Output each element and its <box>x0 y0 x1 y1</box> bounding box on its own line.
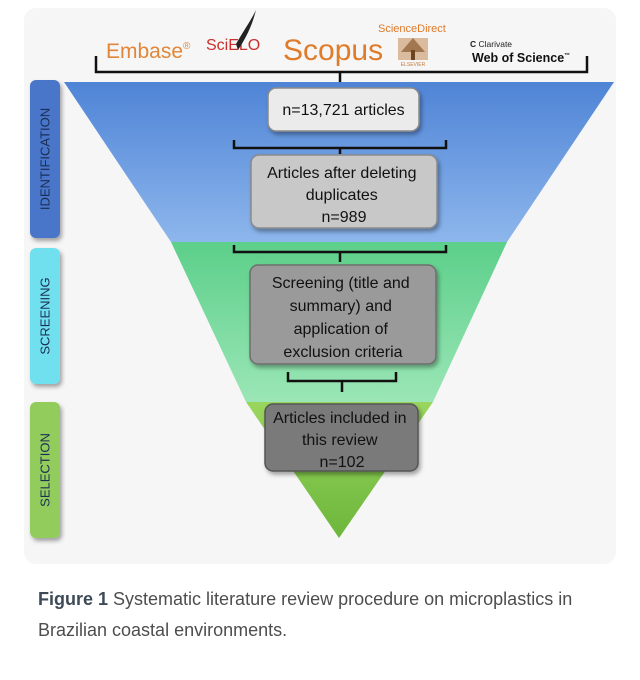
scielo-quill-icon <box>236 10 256 50</box>
svg-text:Articles after deleting: Articles after deleting duplicates n=989 <box>267 165 421 226</box>
screening-box: Screening (title and summary) and applic… <box>249 264 437 365</box>
sciencedirect-logo: ScienceDirect <box>378 23 446 35</box>
initial-records-box: n=13,721 articles <box>267 87 420 132</box>
svg-text:Screening (title and sum: Screening (title and summary) and applic… <box>272 275 414 361</box>
bracket-3 <box>286 372 398 392</box>
scielo-logo: SciELO <box>206 37 260 54</box>
included-box: Articles included in this review n=102 <box>264 403 419 472</box>
screening-tab: SCREENING <box>30 248 60 384</box>
identification-tab: IDENTIFICATION <box>30 80 60 238</box>
database-logos: Embase® SciELO Scopus ScienceDirect ELSE… <box>106 10 570 68</box>
selection-tab: SELECTION <box>30 402 60 538</box>
caption-label: Figure 1 <box>38 589 109 609</box>
figure-caption: Figure 1 Systematic literature review pr… <box>38 584 610 646</box>
svg-text:n=13,721 articles: n=13,721 articles <box>282 102 404 119</box>
clarivate-logo: C Clarivate <box>470 39 512 49</box>
selection-label: SELECTION <box>38 433 53 507</box>
embase-logo: Embase® <box>106 40 191 63</box>
identification-label: IDENTIFICATION <box>38 108 53 210</box>
flow-diagram: Embase® SciELO Scopus ScienceDirect ELSE… <box>30 10 614 538</box>
bracket-2 <box>232 245 448 262</box>
screening-label: SCREENING <box>38 277 53 354</box>
elsevier-label: ELSEVIER <box>401 62 426 68</box>
bracket-1 <box>232 140 448 154</box>
caption-text: Systematic literature review procedure o… <box>38 589 573 640</box>
scopus-logo: Scopus <box>283 34 383 67</box>
deduplicated-box: Articles after deleting duplicates n=989 <box>250 154 438 229</box>
elsevier-tree-icon <box>398 38 428 60</box>
top-bracket <box>94 56 589 82</box>
svg-text:Articles included in thi: Articles included in this review n=102 <box>273 410 411 471</box>
wos-logo: Web of Science™ <box>472 51 570 65</box>
